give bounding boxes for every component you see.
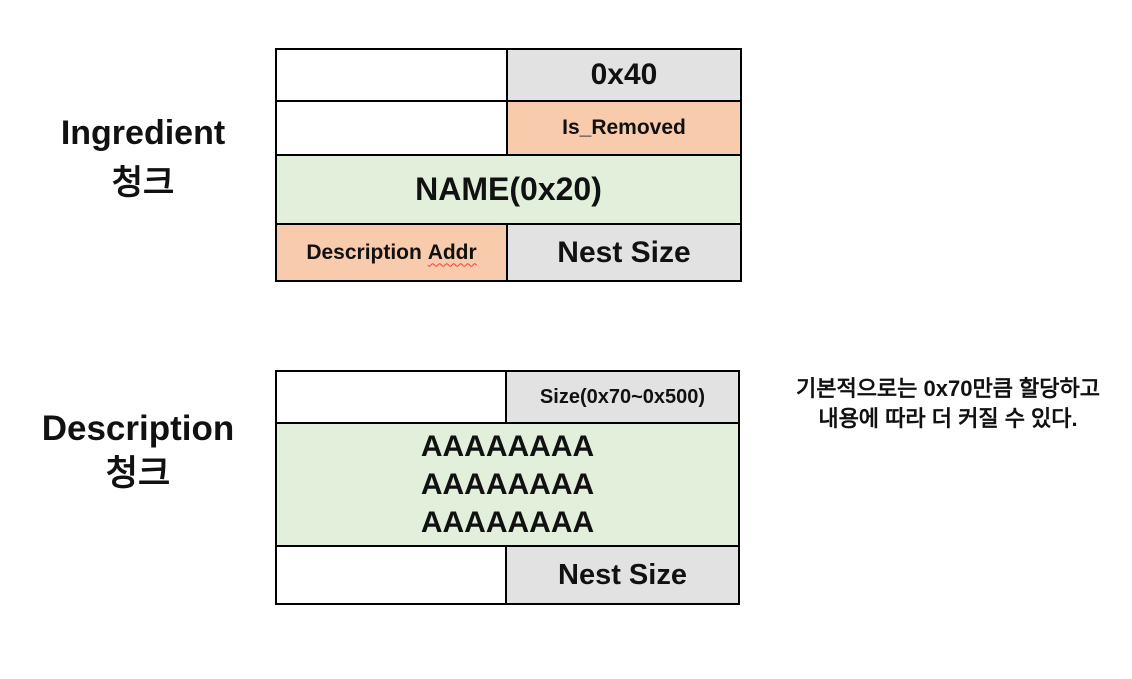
ingredient-chunk-table: 0x40 Is_Removed NAME(0x20) Description A…: [275, 48, 742, 282]
description-size-cell: Size(0x70~0x500): [507, 372, 738, 422]
description-data-line3: AAAAAAAA: [420, 505, 595, 539]
ingredient-description-addr-cell: Description Addr: [277, 225, 506, 280]
ingredient-chunk-label: Ingredient 청크: [10, 108, 276, 208]
description-addr-word2: Addr: [427, 240, 477, 264]
ingredient-header-size-cell: 0x40: [508, 50, 740, 100]
description-row1-empty-cell: [277, 372, 505, 422]
description-data-line1: AAAAAAAA: [420, 429, 595, 463]
allocation-note: 기본적으로는 0x70만큼 할당하고 내용에 따라 더 커질 수 있다.: [770, 374, 1126, 434]
description-row3-empty-cell: [277, 547, 505, 603]
ingredient-nest-size-cell: Nest Size: [508, 225, 740, 280]
allocation-note-line1: 기본적으로는 0x70만큼 할당하고: [795, 376, 1101, 401]
description-chunk-table: Size(0x70~0x500) AAAAAAAA AAAAAAAA AAAAA…: [275, 370, 740, 605]
description-chunk-label-line1: Description: [41, 409, 235, 448]
description-data-cell: AAAAAAAA AAAAAAAA AAAAAAAA: [277, 424, 738, 545]
allocation-note-line2: 내용에 따라 더 커질 수 있다.: [818, 406, 1078, 431]
ingredient-name-cell: NAME(0x20): [277, 156, 740, 223]
ingredient-chunk-label-line2: 청크: [111, 164, 175, 202]
description-addr-word1: Description: [306, 240, 422, 264]
description-chunk-label-line2: 청크: [105, 454, 171, 493]
ingredient-row2-empty-cell: [277, 102, 506, 154]
description-data-line2: AAAAAAAA: [420, 467, 595, 501]
ingredient-row1-empty-cell: [277, 50, 506, 100]
ingredient-is-removed-cell: Is_Removed: [508, 102, 740, 154]
description-nest-size-cell: Nest Size: [507, 547, 738, 603]
description-chunk-label: Description 청크: [0, 406, 276, 496]
ingredient-chunk-label-line1: Ingredient: [60, 114, 226, 152]
